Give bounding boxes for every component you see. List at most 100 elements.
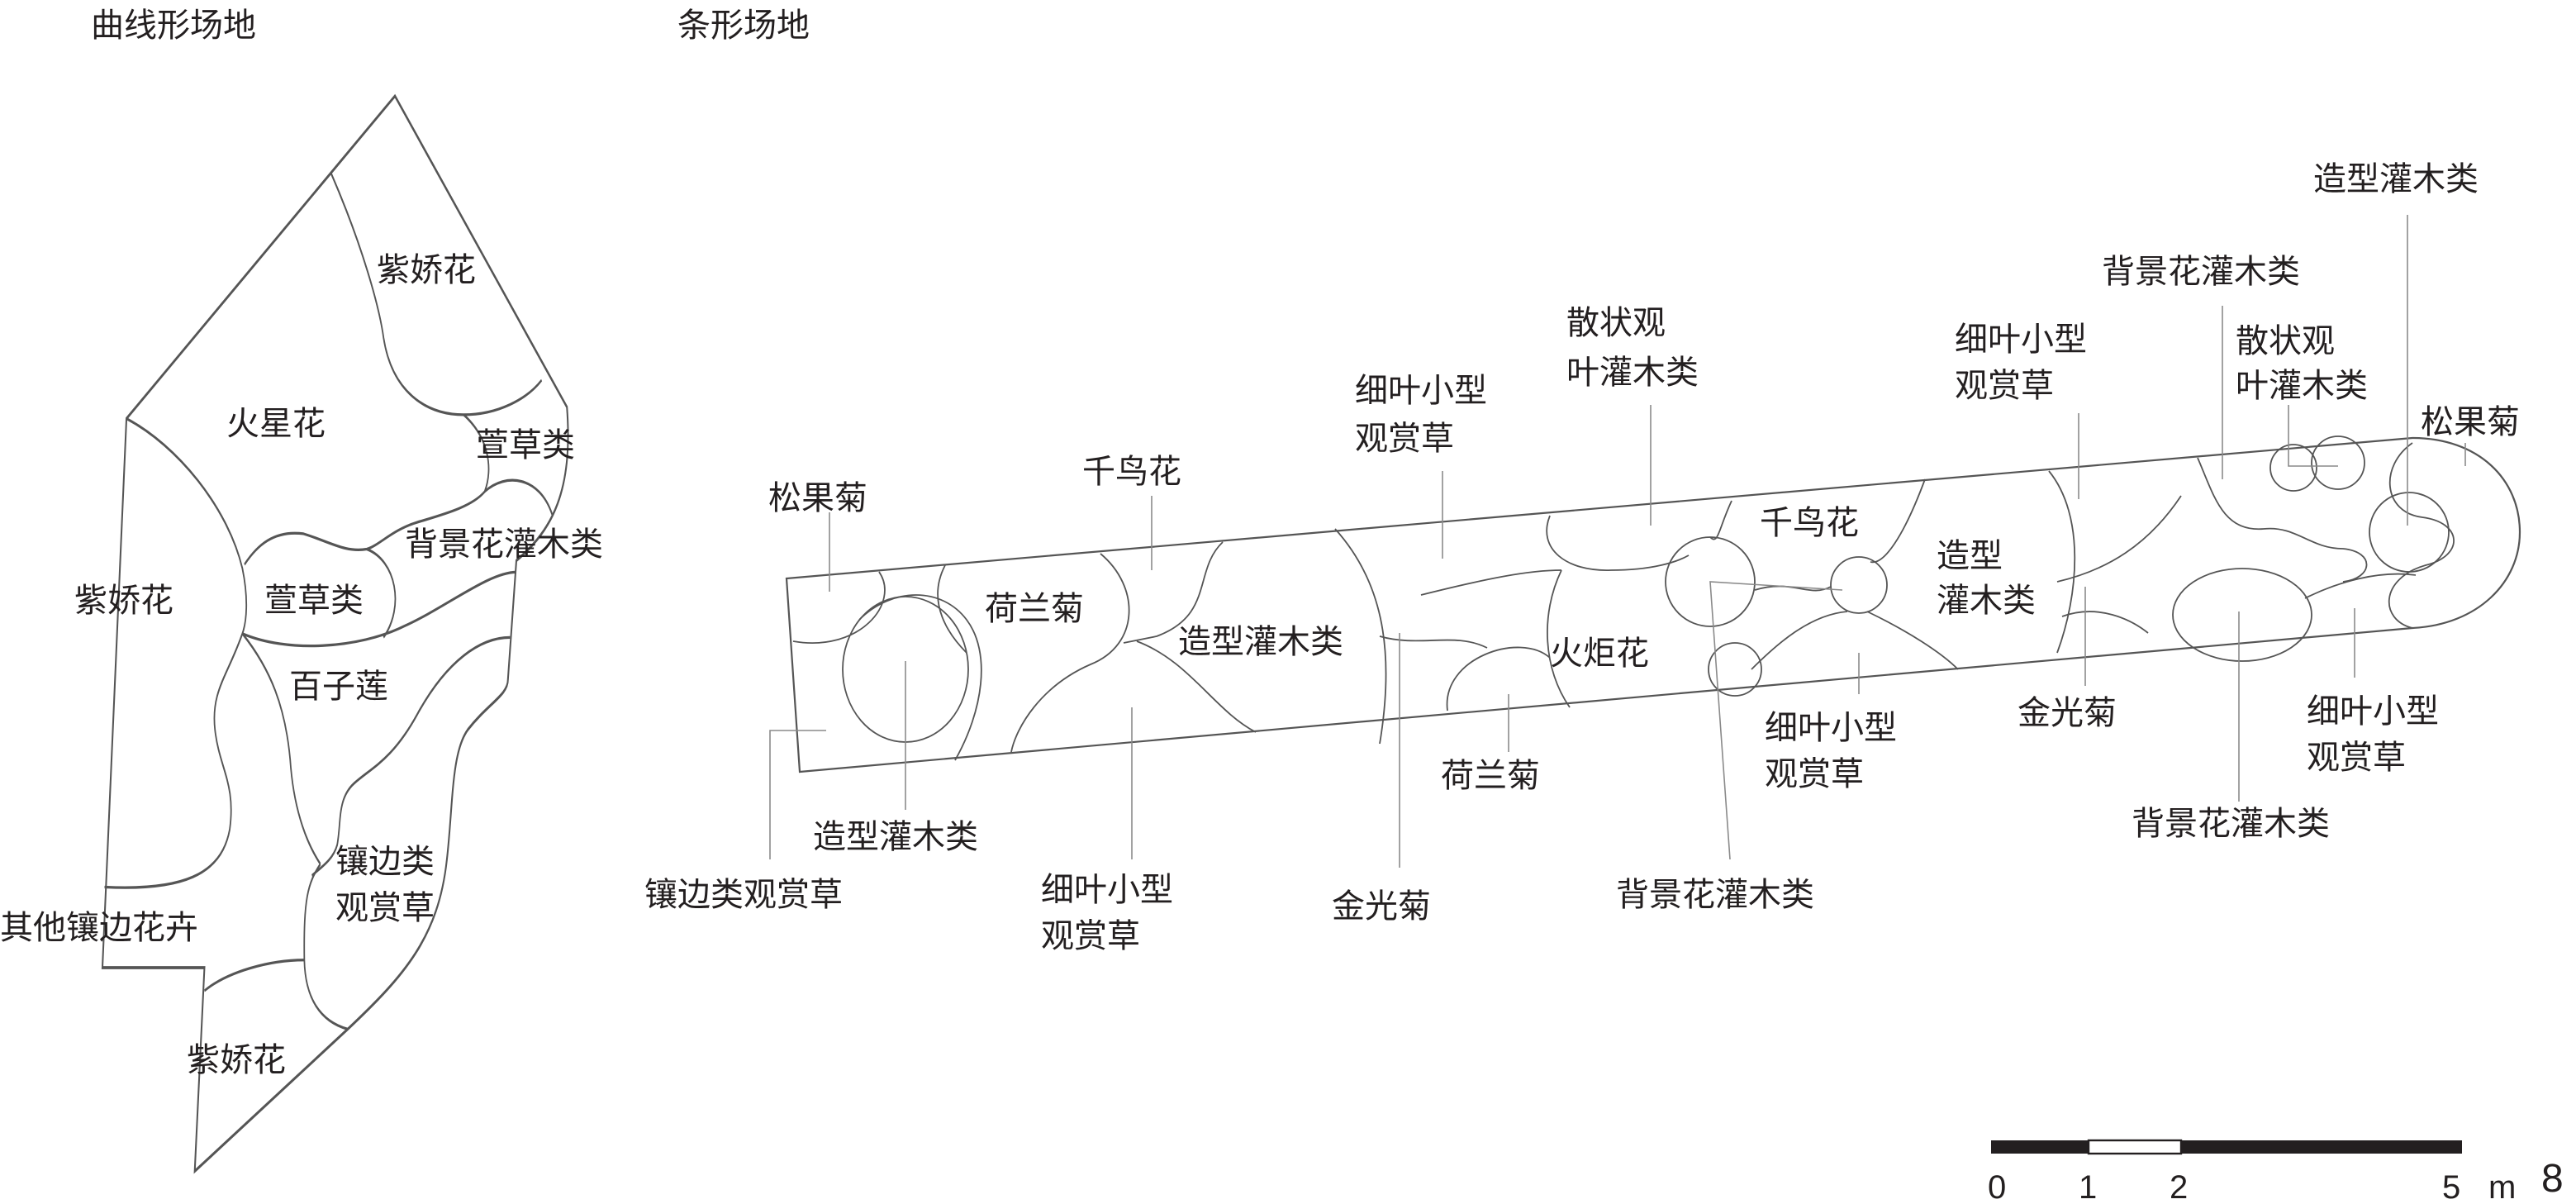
label-xiangbianlei: 镶边类 bbox=[335, 843, 435, 881]
boundary bbox=[463, 413, 554, 516]
boundary bbox=[1709, 500, 1732, 540]
boundary bbox=[204, 959, 305, 992]
leader-line bbox=[769, 730, 826, 859]
strip-site-title: 条形场地 bbox=[677, 7, 810, 45]
label: 细叶小型 bbox=[1765, 709, 1897, 747]
label-zijiaohua: 紫娇花 bbox=[187, 1041, 286, 1079]
strip-site-plan bbox=[769, 215, 2521, 868]
strip-site-outline bbox=[785, 436, 2521, 773]
boundary bbox=[244, 490, 486, 566]
scale-tick-label: 1 bbox=[2079, 1169, 2097, 1204]
label: 细叶小型 bbox=[1355, 372, 1487, 410]
label-other-edging-flowers: 其他镶边花卉 bbox=[0, 909, 198, 947]
scale-tick-label: 2 bbox=[2170, 1169, 2188, 1204]
scale-tick-label: 5 bbox=[2442, 1169, 2460, 1204]
label-guanshangcao: 观赏草 bbox=[335, 889, 435, 927]
label: 观赏草 bbox=[1355, 420, 1454, 458]
circle-bed bbox=[2369, 492, 2450, 573]
scale-bar-segment bbox=[1991, 1140, 2089, 1154]
label-zijiaohua: 紫娇花 bbox=[74, 582, 173, 620]
label: 镶边类观赏草 bbox=[644, 876, 843, 914]
label: 观赏草 bbox=[1955, 367, 2054, 405]
figure-number: 8 bbox=[2541, 1157, 2564, 1201]
label: 细叶小型 bbox=[2307, 692, 2439, 730]
circle-bed bbox=[1665, 536, 1756, 627]
boundary bbox=[104, 632, 244, 889]
label: 松果菊 bbox=[768, 479, 867, 517]
boundary bbox=[126, 416, 248, 635]
scale-bar-segment bbox=[2087, 1139, 2183, 1155]
scale-bar: 0 1 2 5 m 8 bbox=[1988, 1139, 2564, 1204]
boundary bbox=[311, 635, 511, 877]
label: 观赏草 bbox=[2307, 739, 2406, 777]
label: 千鸟花 bbox=[1082, 453, 1181, 491]
scale-tick-label: 0 bbox=[1988, 1169, 2006, 1204]
boundary bbox=[1334, 528, 1387, 745]
boundary bbox=[1379, 635, 1488, 649]
scale-unit: m bbox=[2488, 1169, 2516, 1204]
circle-bed bbox=[1708, 642, 1762, 697]
boundary bbox=[241, 632, 321, 865]
circle-bed bbox=[2172, 568, 2312, 662]
label: 荷兰菊 bbox=[985, 590, 1084, 628]
label: 背景花灌木类 bbox=[2102, 253, 2300, 291]
curved-site-labels: 紫娇花 火星花 萱草类 背景花灌木类 紫娇花 萱草类 百子莲 镶边类 观赏草 其… bbox=[0, 251, 603, 1079]
label-beijinghua-guanmu: 背景花灌木类 bbox=[405, 526, 603, 564]
label-xuancaolei: 萱草类 bbox=[476, 426, 575, 464]
label: 金光菊 bbox=[2018, 694, 2117, 732]
label: 造型 bbox=[1937, 537, 2003, 575]
curved-site-title: 曲线形场地 bbox=[91, 7, 256, 45]
boundary bbox=[2048, 470, 2076, 654]
label: 细叶小型 bbox=[1041, 871, 1173, 909]
label: 细叶小型 bbox=[1955, 321, 2087, 359]
label: 松果菊 bbox=[2421, 403, 2520, 441]
label: 背景花灌木类 bbox=[2132, 805, 2330, 843]
boundary bbox=[1870, 478, 1926, 564]
boundary bbox=[366, 547, 397, 639]
circle-bed bbox=[2269, 444, 2317, 492]
label: 金光菊 bbox=[1332, 888, 1431, 926]
boundary bbox=[1123, 541, 1224, 644]
boundary bbox=[1547, 569, 1571, 708]
boundary bbox=[792, 571, 886, 644]
label-xuancaolei: 萱草类 bbox=[264, 582, 364, 620]
boundary bbox=[858, 594, 982, 761]
label: 叶灌木类 bbox=[1566, 354, 1699, 392]
boundary bbox=[2197, 457, 2368, 583]
label: 造型灌木类 bbox=[1178, 623, 1343, 661]
curved-site-outline bbox=[101, 93, 569, 1174]
label-zijiaohua: 紫娇花 bbox=[377, 251, 476, 289]
boundary bbox=[1866, 611, 1959, 670]
label: 千鸟花 bbox=[1760, 504, 1859, 542]
boundary bbox=[1446, 646, 1551, 711]
curved-site-plan bbox=[101, 93, 569, 1174]
circle-bed bbox=[1830, 556, 1888, 614]
boundary bbox=[2056, 495, 2182, 583]
label-baizilian: 百子莲 bbox=[289, 668, 388, 706]
label: 背景花灌木类 bbox=[1616, 876, 1814, 914]
boundary bbox=[1546, 515, 1690, 571]
label: 荷兰菊 bbox=[1441, 757, 1540, 795]
label-huoxinghua: 火星花 bbox=[226, 405, 326, 443]
label: 散状观 bbox=[1566, 304, 1666, 342]
strip-site-labels: 松果菊 千鸟花 荷兰菊 细叶小型 观赏草 散状观 叶灌木类 千鸟花 造型 灌木类… bbox=[644, 160, 2520, 955]
boundary bbox=[1010, 553, 1130, 753]
label: 灌木类 bbox=[1937, 582, 2036, 620]
leader-line bbox=[1709, 581, 1843, 860]
boundary bbox=[2304, 573, 2417, 599]
boundary bbox=[937, 564, 967, 654]
boundary bbox=[242, 570, 516, 648]
label: 叶灌木类 bbox=[2236, 367, 2368, 405]
circle-bed bbox=[2311, 435, 2365, 490]
boundary bbox=[1136, 640, 1257, 733]
boundary bbox=[1420, 569, 1562, 596]
scale-bar-segment bbox=[2181, 1140, 2462, 1154]
boundary bbox=[1751, 611, 1848, 670]
label: 观赏草 bbox=[1041, 917, 1140, 955]
boundary bbox=[2388, 442, 2455, 629]
label: 散状观 bbox=[2236, 322, 2335, 360]
boundary bbox=[303, 863, 349, 1031]
boundary bbox=[330, 172, 543, 416]
label: 造型灌木类 bbox=[813, 818, 978, 856]
